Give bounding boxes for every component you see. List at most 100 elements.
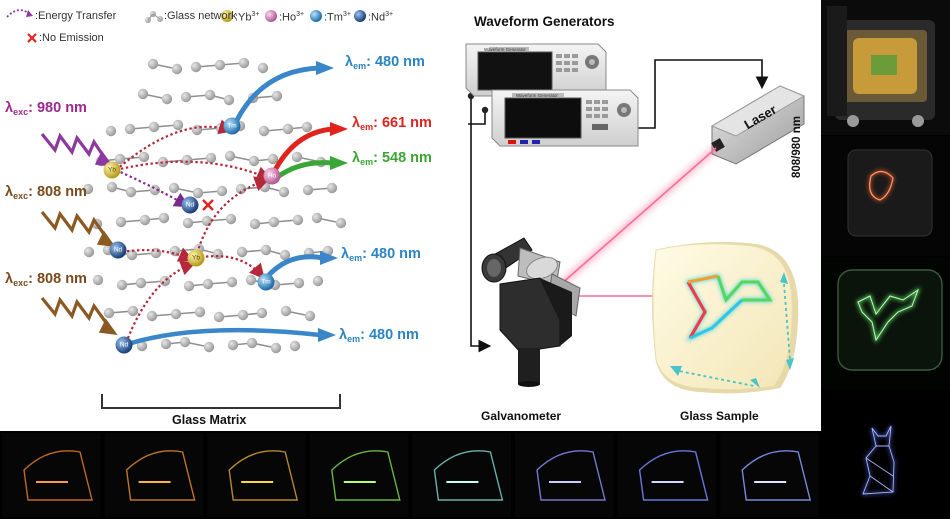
network-node: [235, 183, 247, 195]
network-node: [256, 307, 268, 319]
network-node: [249, 218, 261, 230]
network-node: [105, 125, 117, 137]
network-node: [257, 62, 269, 74]
network-node: [127, 305, 139, 317]
network-node: [248, 155, 260, 167]
legend-yb: :Yb3+: [235, 11, 260, 24]
network-node: [161, 93, 173, 105]
network-node: [171, 63, 183, 75]
network-node: [158, 212, 170, 224]
excitation-label-808-b: λexc: 808 nm: [5, 271, 87, 288]
device-screen-title-back: Waveform Generator: [484, 47, 526, 52]
network-node: [289, 340, 301, 352]
network-node: [92, 274, 104, 286]
ion-label-tm-2: Tm: [261, 278, 271, 286]
network-node: [159, 275, 171, 287]
network-node: [291, 151, 303, 163]
network-node: [258, 125, 270, 137]
network-node: [293, 277, 305, 289]
network-node: [179, 336, 191, 348]
network-node: [268, 216, 280, 228]
waveform-generator-front: [491, 89, 639, 147]
network-node: [116, 279, 128, 291]
emission-arrows: [125, 61, 348, 347]
network-node: [301, 121, 313, 133]
network-node: [125, 186, 137, 198]
network-node: [335, 217, 347, 229]
glass-network: [82, 57, 347, 354]
dopant-ions: [103, 117, 281, 354]
network-node: [160, 338, 172, 350]
network-node: [82, 183, 94, 195]
network-node: [203, 341, 215, 353]
network-node: [146, 310, 158, 322]
network-node: [270, 342, 282, 354]
network-node: [157, 156, 169, 168]
network-node: [106, 181, 118, 193]
network-node: [182, 217, 194, 229]
network-node: [304, 310, 316, 322]
network-node: [172, 119, 184, 131]
ion-label-nd-1: Nd: [185, 201, 195, 209]
emission-label-480-b: λem: 480 nm: [341, 246, 421, 263]
waveform-generators-label: Waveform Generators: [474, 14, 615, 29]
network-node: [246, 337, 258, 349]
network-node: [124, 123, 136, 135]
network-node: [126, 249, 138, 261]
emission-label-480-c: λem: 480 nm: [339, 327, 419, 344]
legend-no-emission: :No Emission: [39, 32, 104, 44]
network-node: [190, 61, 202, 73]
network-node: [115, 216, 127, 228]
network-node: [205, 152, 217, 164]
network-node: [135, 277, 147, 289]
photo-blue-fox: [821, 391, 950, 519]
ion-label-nd-2: Nd: [113, 246, 123, 254]
network-node: [292, 214, 304, 226]
ion-label-yb-1: Yb: [108, 166, 116, 174]
network-node: [312, 275, 324, 287]
network-node: [201, 215, 213, 227]
network-node: [236, 246, 248, 258]
photo-green-bird: [821, 257, 950, 390]
strip-frame: [515, 433, 614, 517]
network-node: [214, 59, 226, 71]
waveform-generator-back: [465, 43, 607, 97]
network-node: [212, 248, 224, 260]
network-node: [260, 244, 272, 256]
strip-frame: [720, 433, 819, 517]
network-node: [279, 249, 291, 261]
network-node: [139, 214, 151, 226]
laser-device: [710, 85, 806, 165]
network-node: [224, 150, 236, 162]
energy-transfer-arrows: [115, 119, 273, 344]
strip-frame: [207, 433, 306, 517]
emission-label-661: λem: 661 nm: [352, 115, 432, 132]
network-node: [204, 89, 216, 101]
strip-frame: [309, 433, 409, 517]
network-node: [202, 278, 214, 290]
photo-strip: [0, 431, 821, 519]
network-node: [311, 212, 323, 224]
network-node: [137, 88, 149, 100]
legend-nd: :Nd3+: [368, 11, 394, 24]
glass-sample-label: Glass Sample: [680, 409, 759, 423]
network-node: [192, 187, 204, 199]
photo-column: [821, 0, 950, 519]
device-screen-title-front: Waveform Generator: [516, 93, 558, 98]
ion-label-tm-1: Tm: [227, 122, 237, 130]
photo-orange-shape: [821, 136, 950, 256]
network-node: [280, 305, 292, 317]
network-node: [138, 151, 150, 163]
photo-sample-holder: [821, 0, 950, 135]
cables: [467, 59, 769, 353]
legend-glyphs: [6, 9, 366, 43]
network-node: [103, 307, 115, 319]
network-node: [136, 340, 148, 352]
network-node: [216, 185, 228, 197]
network-node: [271, 90, 283, 102]
glass-matrix-bracket: [101, 394, 341, 409]
network-node: [237, 309, 249, 321]
network-node: [180, 91, 192, 103]
